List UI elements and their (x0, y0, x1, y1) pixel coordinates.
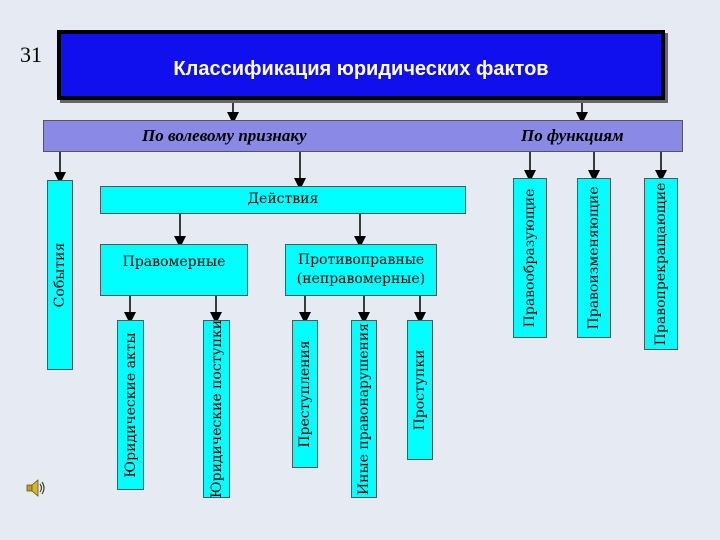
unlawful-label-line1: Противоправные (297, 252, 425, 268)
branch-functions: По функциям (521, 126, 624, 145)
misdemeanors-label: Проступки (412, 349, 428, 431)
actions-box: Действия (100, 186, 466, 214)
law-creating-label: Правообразующие (522, 188, 538, 328)
slide-number: 31 (20, 42, 42, 67)
law-changing-box: Правоизменяющие (577, 178, 611, 338)
unlawful-label: Противоправные (неправомерные) (286, 251, 436, 289)
events-box: События (47, 180, 73, 370)
diagram-title: Классификация юридических фактов (173, 57, 549, 80)
category-band: По волевому признаку По функциям (43, 120, 683, 152)
unlawful-box: Противоправные (неправомерные) (285, 244, 437, 296)
legal-deeds-label: Юридические поступки (208, 319, 225, 499)
speaker-icon[interactable] (25, 477, 47, 499)
legal-acts-box: Юридические акты (117, 320, 144, 490)
other-offenses-label: Иные правонарушения (356, 322, 372, 496)
legal-acts-label: Юридические акты (122, 332, 139, 478)
crimes-box: Преступления (292, 320, 318, 468)
unlawful-label-line2: (неправомерные) (296, 271, 426, 287)
other-offenses-box: Иные правонарушения (351, 320, 377, 498)
law-changing-label: Правоизменяющие (586, 186, 602, 330)
lawful-label: Правомерные (122, 254, 226, 270)
events-label: События (52, 242, 68, 308)
crimes-label: Преступления (297, 340, 313, 448)
branch-volitional: По волевому признаку (142, 126, 307, 145)
title-box: Классификация юридических фактов (57, 30, 665, 100)
law-terminating-box: Правопрекращающие (644, 178, 678, 350)
legal-deeds-box: Юридические поступки (203, 320, 230, 498)
law-terminating-label: Правопрекращающие (653, 182, 669, 346)
actions-label: Действия (247, 191, 319, 207)
lawful-box: Правомерные (100, 244, 248, 296)
misdemeanors-box: Проступки (407, 320, 433, 460)
law-creating-box: Правообразующие (513, 178, 547, 338)
